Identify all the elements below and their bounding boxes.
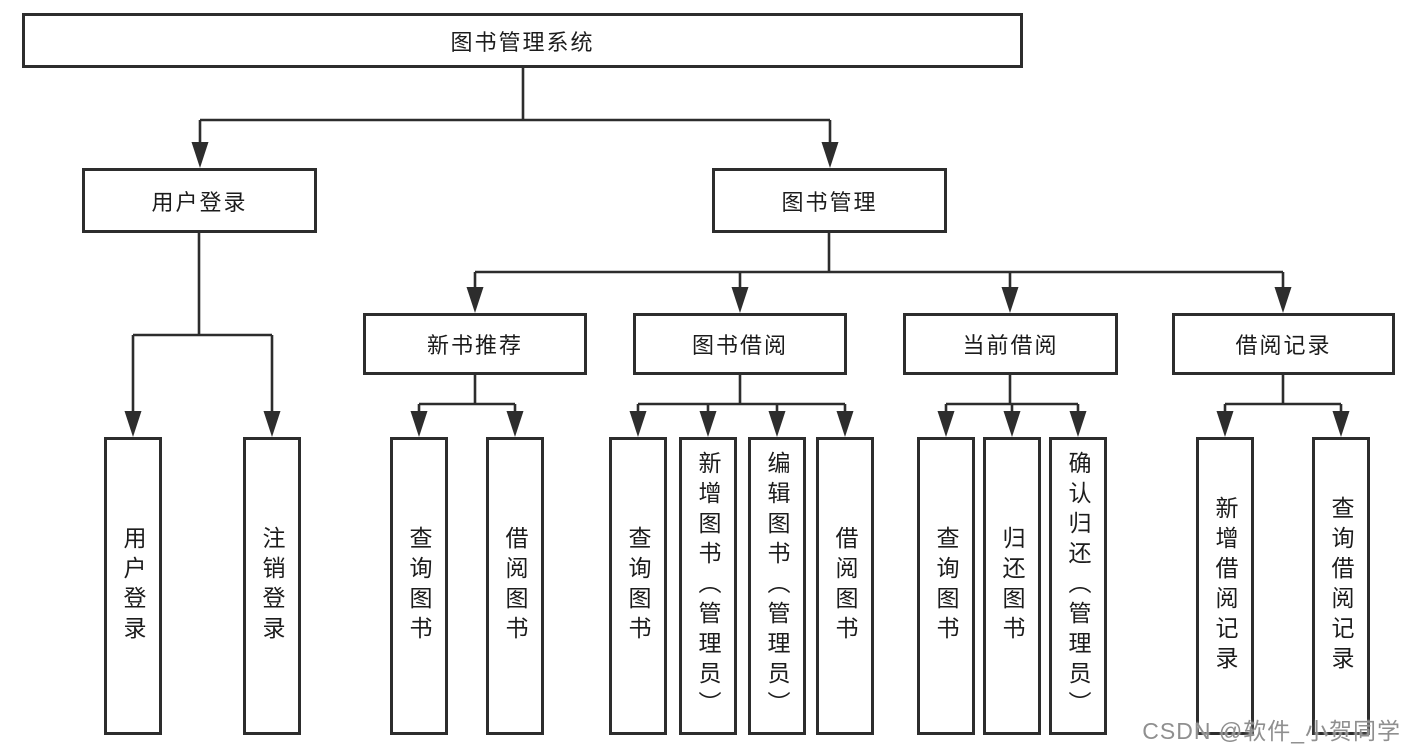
- leaf-label: 查询图书: [933, 526, 959, 646]
- leaf-confirm-return-admin: 确认归还（管理员）: [1049, 437, 1107, 735]
- leaf-logout: 注销登录: [243, 437, 301, 735]
- leaf-edit-book-admin: 编辑图书（管理员）: [748, 437, 806, 735]
- leaf-label: 新增图书（管理员）: [695, 451, 721, 721]
- leaf-borrow-books-recommend: 借阅图书: [486, 437, 544, 735]
- leaf-query-books-current: 查询图书: [917, 437, 975, 735]
- node-user-login: 用户登录: [82, 168, 317, 233]
- leaf-label: 注销登录: [259, 526, 285, 646]
- leaf-label: 借阅图书: [502, 526, 528, 646]
- leaf-user-login: 用户登录: [104, 437, 162, 735]
- leaf-add-borrow-record: 新增借阅记录: [1196, 437, 1254, 735]
- leaf-return-book: 归还图书: [983, 437, 1041, 735]
- leaf-label: 归还图书: [999, 526, 1025, 646]
- leaf-label: 查询图书: [406, 526, 432, 646]
- node-label: 图书借阅: [691, 333, 788, 358]
- leaf-query-books-borrowing: 查询图书: [609, 437, 667, 735]
- node-borrowing-records: 借阅记录: [1172, 313, 1395, 375]
- node-label: 当前借阅: [962, 333, 1059, 358]
- node-label: 用户登录: [151, 189, 248, 215]
- leaf-label: 确认归还（管理员）: [1065, 451, 1091, 721]
- leaf-add-book-admin: 新增图书（管理员）: [679, 437, 737, 735]
- leaf-query-books-recommend: 查询图书: [390, 437, 448, 735]
- node-current-borrowing: 当前借阅: [903, 313, 1118, 375]
- node-book-management: 图书管理: [712, 168, 947, 233]
- csdn-watermark: CSDN @软件_小贺同学: [1142, 718, 1401, 744]
- leaf-label: 用户登录: [120, 526, 146, 646]
- leaf-label: 查询图书: [625, 526, 651, 646]
- node-new-book-recommend: 新书推荐: [363, 313, 587, 375]
- leaf-label: 查询借阅记录: [1328, 496, 1354, 676]
- node-label: 图书管理: [781, 189, 878, 215]
- node-label: 借阅记录: [1235, 333, 1332, 358]
- node-label: 新书推荐: [426, 333, 523, 358]
- node-root-library-system: 图书管理系统: [22, 13, 1023, 68]
- leaf-borrow-books-borrowing: 借阅图书: [816, 437, 874, 735]
- leaf-query-borrow-record: 查询借阅记录: [1312, 437, 1370, 735]
- node-book-borrowing: 图书借阅: [633, 313, 847, 375]
- leaf-label: 编辑图书（管理员）: [764, 451, 790, 721]
- leaf-label: 新增借阅记录: [1212, 496, 1238, 676]
- node-label: 图书管理系统: [450, 29, 595, 55]
- leaf-label: 借阅图书: [832, 526, 858, 646]
